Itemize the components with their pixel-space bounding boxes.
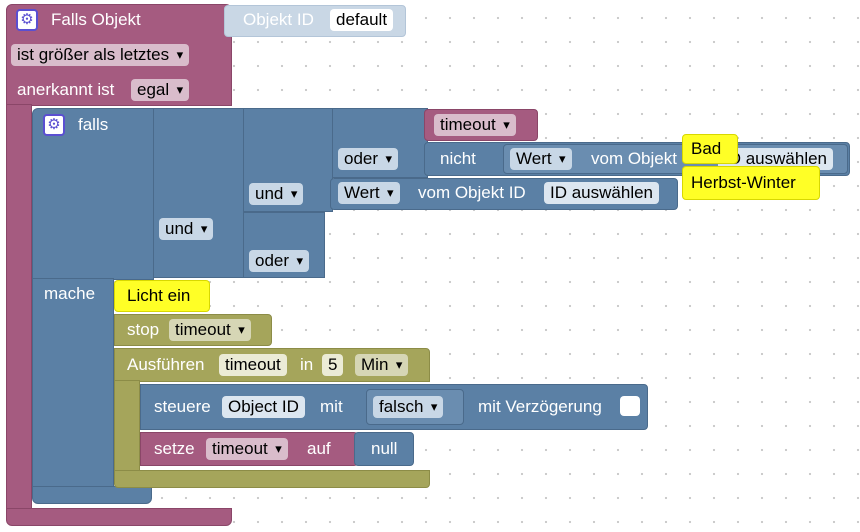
boolean-dropdown[interactable]: falsch [373,396,444,418]
value-dropdown-1[interactable]: Wert [510,148,572,170]
ack-dropdown[interactable]: egal [131,79,190,101]
control-label: steuere [154,397,211,416]
null-label: null [371,439,398,458]
from-object-label-2: vom Objekt ID [418,183,526,202]
and-block-outer[interactable] [153,108,245,278]
comment-bad[interactable] [682,134,738,164]
compare-dropdown[interactable]: ist größer als letztes [11,44,190,66]
from-object-label-1: vom Objekt [591,149,677,168]
control-object-field[interactable]: Object ID [222,396,305,418]
gear-icon[interactable]: ⚙ [43,114,65,136]
not-label: nicht [440,149,476,168]
if-label: falls [78,115,109,134]
do-label: mache [44,284,96,303]
id-select-field-2[interactable]: ID auswählen [544,182,660,204]
if-block-arm [32,278,114,488]
comment-season-text: Herbst-Winter [691,173,796,192]
delay-checkbox[interactable] [620,396,640,416]
stop-timer-dropdown[interactable]: timeout [169,319,251,341]
set-variable-dropdown[interactable]: timeout [206,438,288,460]
timeout-dropdown[interactable]: timeout [434,114,516,136]
to-label: auf [307,439,331,458]
with-label: mit [320,397,343,416]
object-id-label: Objekt ID [243,10,314,29]
delay-value-field[interactable]: 5 [322,354,344,376]
null-block[interactable] [354,432,414,466]
gear-icon[interactable]: ⚙ [16,9,38,31]
set-label: setze [154,439,195,458]
id-select-field-1[interactable]: ID auswählen [718,148,834,170]
or-dropdown-lower[interactable]: oder [249,250,310,272]
run-after-arm [114,380,140,474]
stop-label: stop [127,320,160,339]
comment-season[interactable] [682,166,820,200]
trigger-title: Falls Objekt [51,10,141,29]
delay-unit-dropdown[interactable]: Min [355,354,409,376]
object-id-field[interactable]: default [330,9,394,31]
ack-label: anerkannt ist [17,80,115,99]
comment-light-text: Licht ein [127,286,191,305]
trigger-block-footer [6,508,232,526]
trigger-block-arm [6,104,32,516]
and-dropdown-outer[interactable]: und [159,218,214,240]
if-block-footer [32,486,152,504]
value-dropdown-2[interactable]: Wert [338,182,400,204]
run-label: Ausführen [127,355,205,374]
comment-light[interactable] [114,280,210,312]
or-dropdown-upper[interactable]: oder [338,148,399,170]
and-dropdown-inner[interactable]: und [249,183,304,205]
run-timer-name-field[interactable]: timeout [219,354,287,376]
comment-bad-text: Bad [691,139,722,158]
in-label: in [300,355,314,374]
run-after-footer [114,470,430,488]
delay-label: mit Verzögerung [478,397,602,416]
